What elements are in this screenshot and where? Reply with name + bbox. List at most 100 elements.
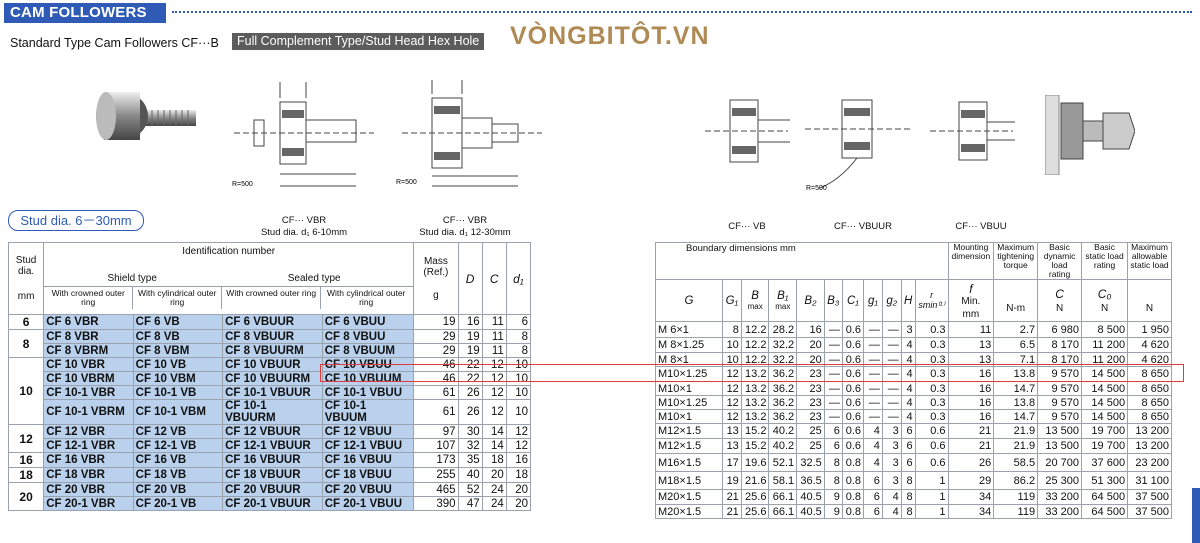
- value-cell: —: [863, 337, 883, 353]
- value-cell: —: [881, 395, 902, 410]
- value-cell: 34: [947, 504, 995, 519]
- value-cell: 12: [721, 395, 742, 410]
- value-cell: 40.2: [768, 423, 798, 439]
- value-cell: 23 200: [1127, 453, 1172, 472]
- value-cell: 14.7: [993, 381, 1039, 396]
- dimension-cell: 40: [457, 467, 483, 483]
- dimension-cell: 11: [481, 343, 507, 358]
- value-cell: 23: [796, 381, 825, 396]
- value-cell: —: [823, 337, 843, 353]
- subtitle-tag: Full Complement Type/Stud Head Hex Hole: [232, 33, 485, 50]
- value-cell: 12.2: [740, 321, 770, 338]
- dimension-cell: 16: [505, 452, 532, 468]
- stud-dia-cell: 12: [7, 424, 45, 453]
- value-cell: 0.3: [914, 395, 949, 410]
- part-number-cell: CF 20-1 VBUU: [321, 496, 415, 511]
- value-cell: M20×1.5: [655, 489, 723, 505]
- value-cell: 13: [721, 423, 742, 439]
- value-cell: 13.2: [740, 395, 770, 410]
- dimension-cell: 18: [481, 452, 507, 468]
- part-number-cell: CF 16 VBUU: [321, 452, 415, 468]
- value-cell: 21: [721, 489, 742, 505]
- dimension-cell: 20: [505, 496, 532, 511]
- value-cell: 6: [863, 471, 883, 490]
- mass-cell: 173: [413, 452, 459, 468]
- value-cell: 9 570: [1037, 381, 1083, 396]
- value-cell: —: [881, 337, 902, 353]
- mass-cell: 390: [413, 496, 459, 511]
- value-cell: 12: [721, 381, 742, 396]
- value-cell: 9: [823, 504, 843, 519]
- value-cell: 1: [914, 471, 949, 490]
- part-number-cell: CF 20 VBR: [43, 482, 134, 497]
- value-cell: M12×1.5: [655, 423, 723, 439]
- value-cell: 12: [721, 409, 742, 424]
- part-number-cell: CF 6 VBUUR: [222, 314, 323, 330]
- value-cell: 20: [796, 352, 825, 367]
- value-cell: 8: [823, 471, 843, 490]
- page-edge-tab: [1192, 488, 1200, 543]
- value-cell: —: [823, 381, 843, 396]
- value-cell: 36.2: [768, 395, 798, 410]
- part-number-cell: CF 12 VB: [132, 424, 224, 439]
- value-cell: M10×1.25: [655, 366, 723, 382]
- value-cell: 0.6: [841, 409, 865, 424]
- value-cell: —: [863, 409, 883, 424]
- value-cell: 52.1: [768, 453, 798, 472]
- part-number-cell: CF 12-1 VBUUR: [222, 438, 323, 453]
- col-header-9: H: [900, 279, 916, 322]
- part-number-cell: CF 16 VBUUR: [222, 452, 323, 468]
- value-cell: 25.6: [740, 504, 770, 519]
- stud-dia-cell: 6: [7, 314, 45, 330]
- value-cell: 12.2: [740, 337, 770, 353]
- value-cell: 29: [947, 471, 995, 490]
- value-cell: 0.6: [841, 438, 865, 454]
- value-cell: 8: [900, 471, 916, 490]
- mass-cell: 29: [413, 329, 459, 344]
- value-cell: 3: [881, 471, 902, 490]
- value-cell: 64 500: [1081, 489, 1129, 505]
- value-cell: 25: [796, 438, 825, 454]
- col-header-8: g₂: [881, 279, 902, 322]
- dimension-cell: 11: [481, 329, 507, 344]
- part-number-cell: CF 18 VBR: [43, 467, 134, 483]
- value-cell: 4: [900, 381, 916, 396]
- mass-header: Mass (Ref.)g: [413, 242, 459, 315]
- value-cell: M 6×1: [655, 321, 723, 338]
- drawing-vbuur: R=500: [805, 99, 910, 192]
- part-number-cell: CF 20 VBUU: [321, 482, 415, 497]
- value-cell: 6: [900, 438, 916, 454]
- part-number-cell: CF 10-1 VBM: [132, 399, 224, 425]
- drawing-vbr-large: R=500: [396, 80, 542, 187]
- r500-label: R=500: [232, 181, 253, 188]
- part-number-cell: CF 8 VBUU: [321, 329, 415, 344]
- torque-header: Maximum tightening torque: [993, 242, 1039, 280]
- stud-dia-cell: 8: [7, 329, 45, 358]
- value-cell: 40.5: [796, 504, 825, 519]
- value-cell: 40.5: [796, 489, 825, 505]
- dimension-cell: 30: [457, 424, 483, 439]
- value-cell: 3: [881, 423, 902, 439]
- value-cell: 0.3: [914, 381, 949, 396]
- part-number-cell: CF 10 VBM: [132, 371, 224, 386]
- value-cell: 0.6: [841, 381, 865, 396]
- value-cell: 21.6: [740, 471, 770, 490]
- value-cell: 58.5: [993, 453, 1039, 472]
- value-cell: 13.2: [740, 409, 770, 424]
- value-cell: —: [823, 321, 843, 338]
- value-cell: 4: [900, 395, 916, 410]
- value-cell: 4: [881, 504, 902, 519]
- value-cell: 3: [900, 321, 916, 338]
- value-cell: 14 500: [1081, 381, 1129, 396]
- mass-cell: 19: [413, 314, 459, 330]
- value-cell: 6: [823, 438, 843, 454]
- value-cell: 0.8: [841, 489, 865, 505]
- dimension-cell: 26: [457, 399, 483, 425]
- value-cell: 19 700: [1081, 438, 1129, 454]
- value-cell: 0.8: [841, 504, 865, 519]
- value-cell: 8 650: [1127, 395, 1172, 410]
